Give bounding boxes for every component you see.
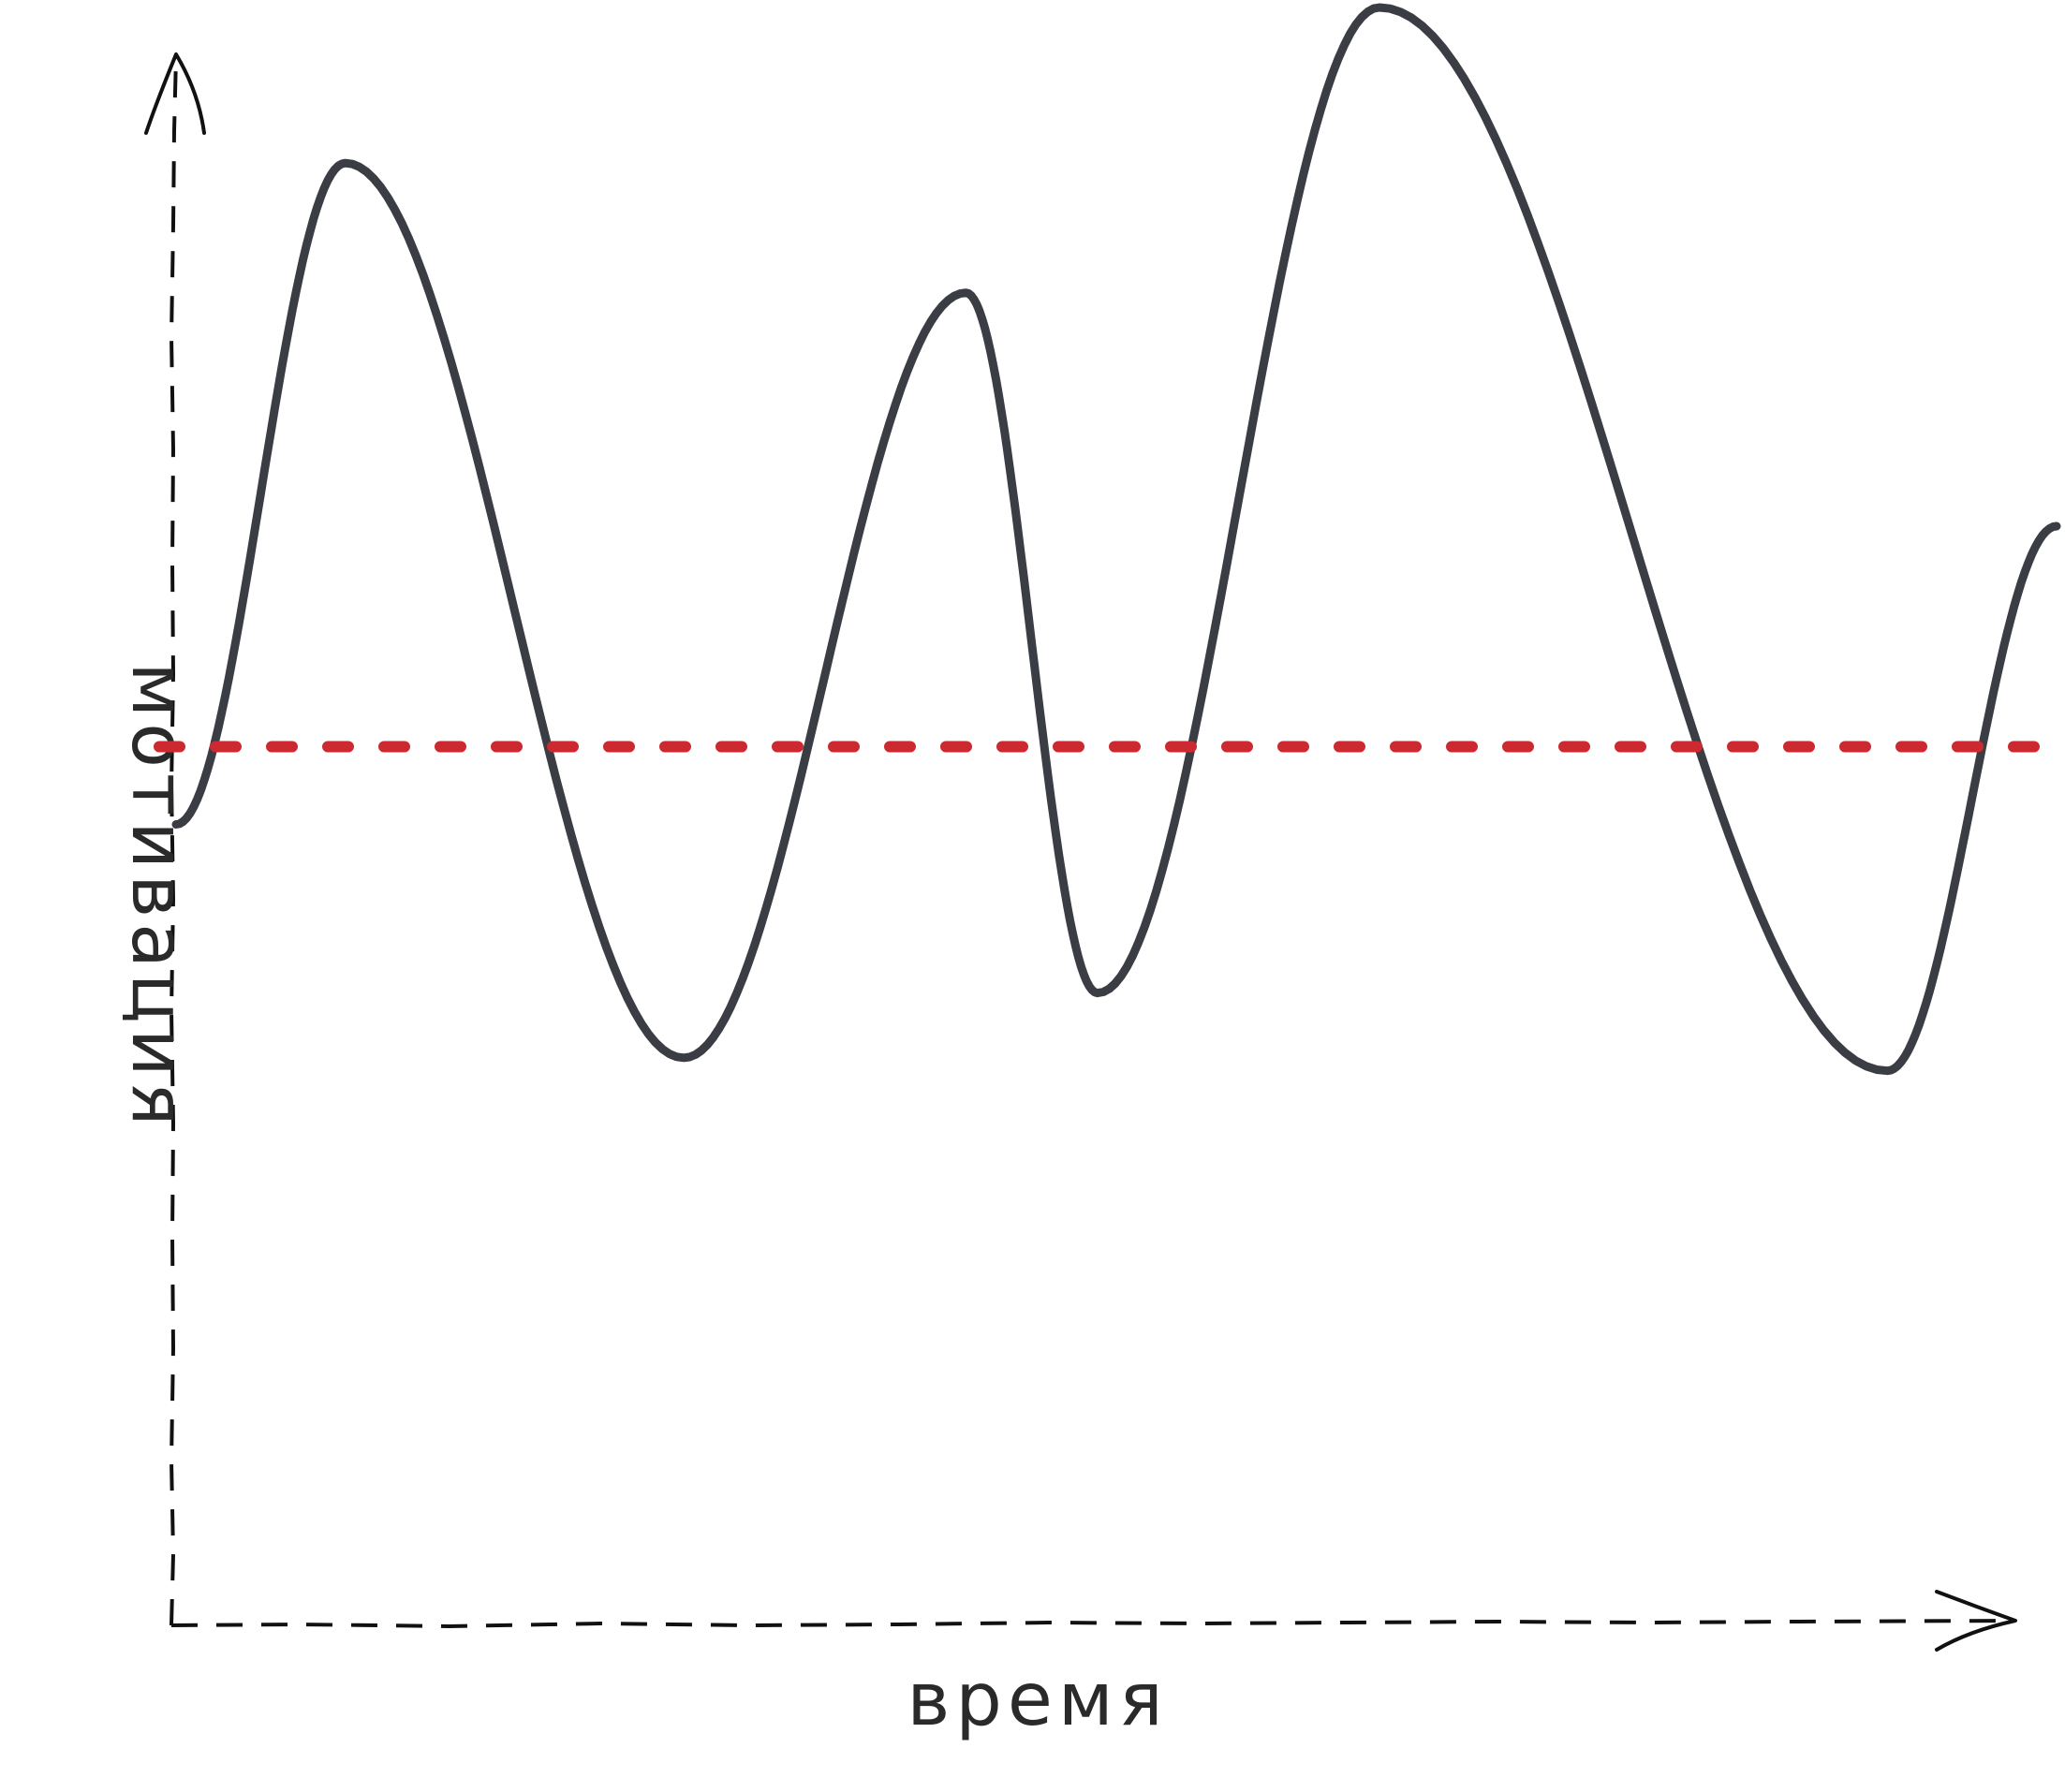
y-axis-label: мотивация: [115, 662, 199, 1131]
motivation-curve: [171, 3, 2061, 1076]
x-axis-label: время: [907, 1658, 1168, 1742]
y-axis-arrowhead-icon: [144, 52, 206, 135]
y-axis-line: [169, 55, 178, 1626]
x-axis-line: [170, 1619, 2014, 1629]
x-axis-arrowhead-icon: [1935, 1590, 2017, 1652]
series-layer: [154, 3, 2062, 1076]
